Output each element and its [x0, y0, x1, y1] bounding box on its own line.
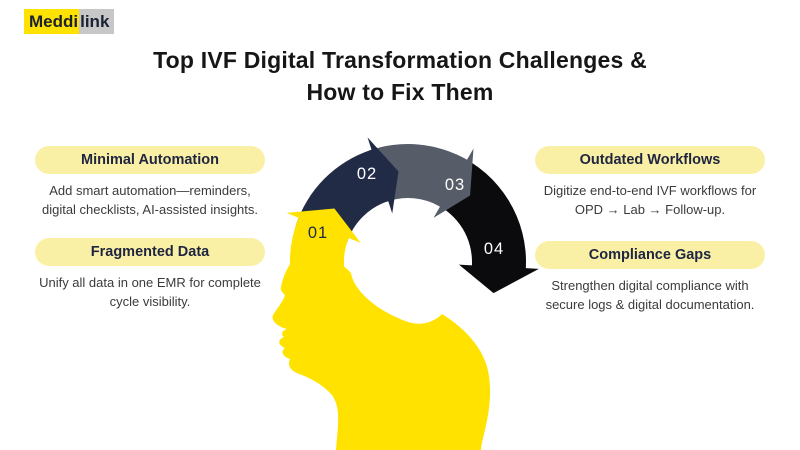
page-title: Top IVF Digital Transformation Challenge…: [0, 44, 800, 108]
page-title-line2: How to Fix Them: [306, 79, 494, 105]
card-body: Digitize end-to-end IVF workflows for OP…: [528, 181, 772, 219]
card-body-line: cycle visibility.: [109, 294, 191, 310]
card-heading-pill: Compliance Gaps: [535, 241, 765, 269]
step-number-03: 03: [445, 176, 465, 194]
card-body: Add smart automation—reminders, digital …: [28, 181, 272, 219]
card-fragmented-data: Fragmented Data Unify all data in one EM…: [28, 238, 272, 311]
card-body-line: digital checklists, AI-assisted insights…: [41, 202, 259, 218]
card-body: Unify all data in one EMR for complete c…: [28, 273, 272, 311]
card-outdated-workflows: Outdated Workflows Digitize end-to-end I…: [528, 146, 772, 219]
step-number-01: 01: [308, 224, 328, 242]
card-body-line: Strengthen digital compliance with: [551, 278, 749, 293]
card-minimal-automation: Minimal Automation Add smart automation—…: [28, 146, 272, 219]
card-body: Strengthen digital compliance with secur…: [528, 276, 772, 314]
card-heading-pill: Outdated Workflows: [535, 146, 765, 174]
card-body-line: secure logs & digital documentation.: [545, 297, 755, 313]
card-body-line: Unify all data in one EMR for complete: [39, 275, 261, 290]
card-compliance-gaps: Compliance Gaps Strengthen digital compl…: [528, 241, 772, 314]
card-body-line: Add smart automation—reminders,: [49, 183, 251, 198]
cycle-arrows-group: 01 02 03 04: [286, 137, 539, 294]
brand-logo-part-meddi: Meddi: [24, 9, 80, 34]
step-number-04: 04: [484, 240, 504, 258]
card-heading-pill: Fragmented Data: [35, 238, 265, 266]
card-body-line: Digitize end-to-end IVF workflows for: [543, 183, 757, 198]
brand-logo-part-link: link: [79, 9, 115, 34]
step-number-02: 02: [357, 165, 377, 183]
page-title-line1: Top IVF Digital Transformation Challenge…: [153, 47, 647, 73]
card-heading-pill: Minimal Automation: [35, 146, 265, 174]
cycle-arrow-01: [286, 208, 361, 283]
head-silhouette: [272, 257, 491, 450]
card-body-line: OPD → Lab → Follow-up.: [574, 202, 726, 218]
